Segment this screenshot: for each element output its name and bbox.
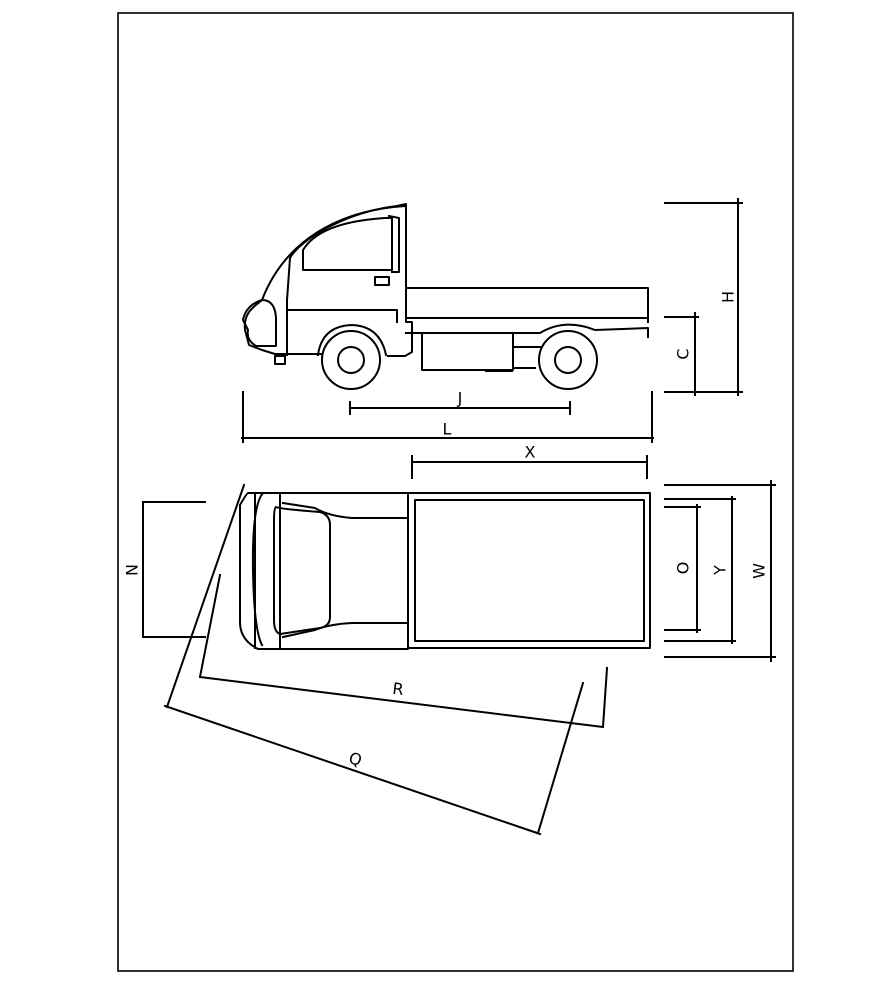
- dimension-l: L: [241, 391, 654, 443]
- label-r: R: [391, 679, 404, 699]
- front-wheel-arch: [316, 324, 388, 357]
- chassis: [485, 346, 541, 372]
- label-j: J: [457, 389, 463, 408]
- dimension-j: J: [349, 389, 571, 415]
- label-h: H: [719, 291, 738, 303]
- dimension-w: W: [664, 480, 776, 662]
- cab-door-edge: [286, 204, 399, 356]
- front-wheel-hub: [337, 346, 365, 374]
- truck-side-view: [242, 203, 649, 390]
- front-bumper: [242, 299, 277, 347]
- door-handle: [374, 276, 390, 286]
- label-l: L: [443, 420, 452, 439]
- rear-wheel-hub: [554, 346, 582, 374]
- label-q: Q: [346, 748, 364, 770]
- truck-top-view: [239, 491, 651, 650]
- cab-pillar: [387, 214, 400, 273]
- dimension-n: N: [123, 501, 206, 638]
- dimension-c: C: [664, 312, 699, 396]
- label-n: N: [123, 564, 142, 576]
- fuel-tank: [421, 332, 514, 371]
- cab-window: [302, 217, 393, 271]
- dimension-r: R: [198, 573, 609, 729]
- cab-roof-lines: [279, 492, 409, 650]
- label-x: X: [525, 443, 536, 462]
- windshield-curve: [251, 491, 265, 647]
- label-o: O: [674, 562, 693, 575]
- rear-wheel: [538, 330, 598, 390]
- cab-top-outline: [239, 492, 409, 650]
- cargo-bed-top: [407, 492, 651, 649]
- drawing-border: [117, 12, 794, 972]
- dimension-q: Q: [163, 483, 585, 836]
- dimension-o: O: [664, 504, 701, 633]
- step: [274, 355, 286, 365]
- dimension-y: Y: [664, 496, 736, 644]
- label-w: W: [750, 563, 769, 579]
- dimension-h: H: [664, 198, 743, 396]
- front-wheel: [321, 330, 381, 390]
- label-c: C: [674, 348, 693, 359]
- label-y: Y: [711, 565, 730, 576]
- roof-panel: [273, 506, 331, 635]
- dimension-x: X: [411, 443, 648, 479]
- cab-beltline: [286, 309, 398, 323]
- cargo-bed: [405, 287, 649, 338]
- cargo-bed-inner: [414, 499, 645, 642]
